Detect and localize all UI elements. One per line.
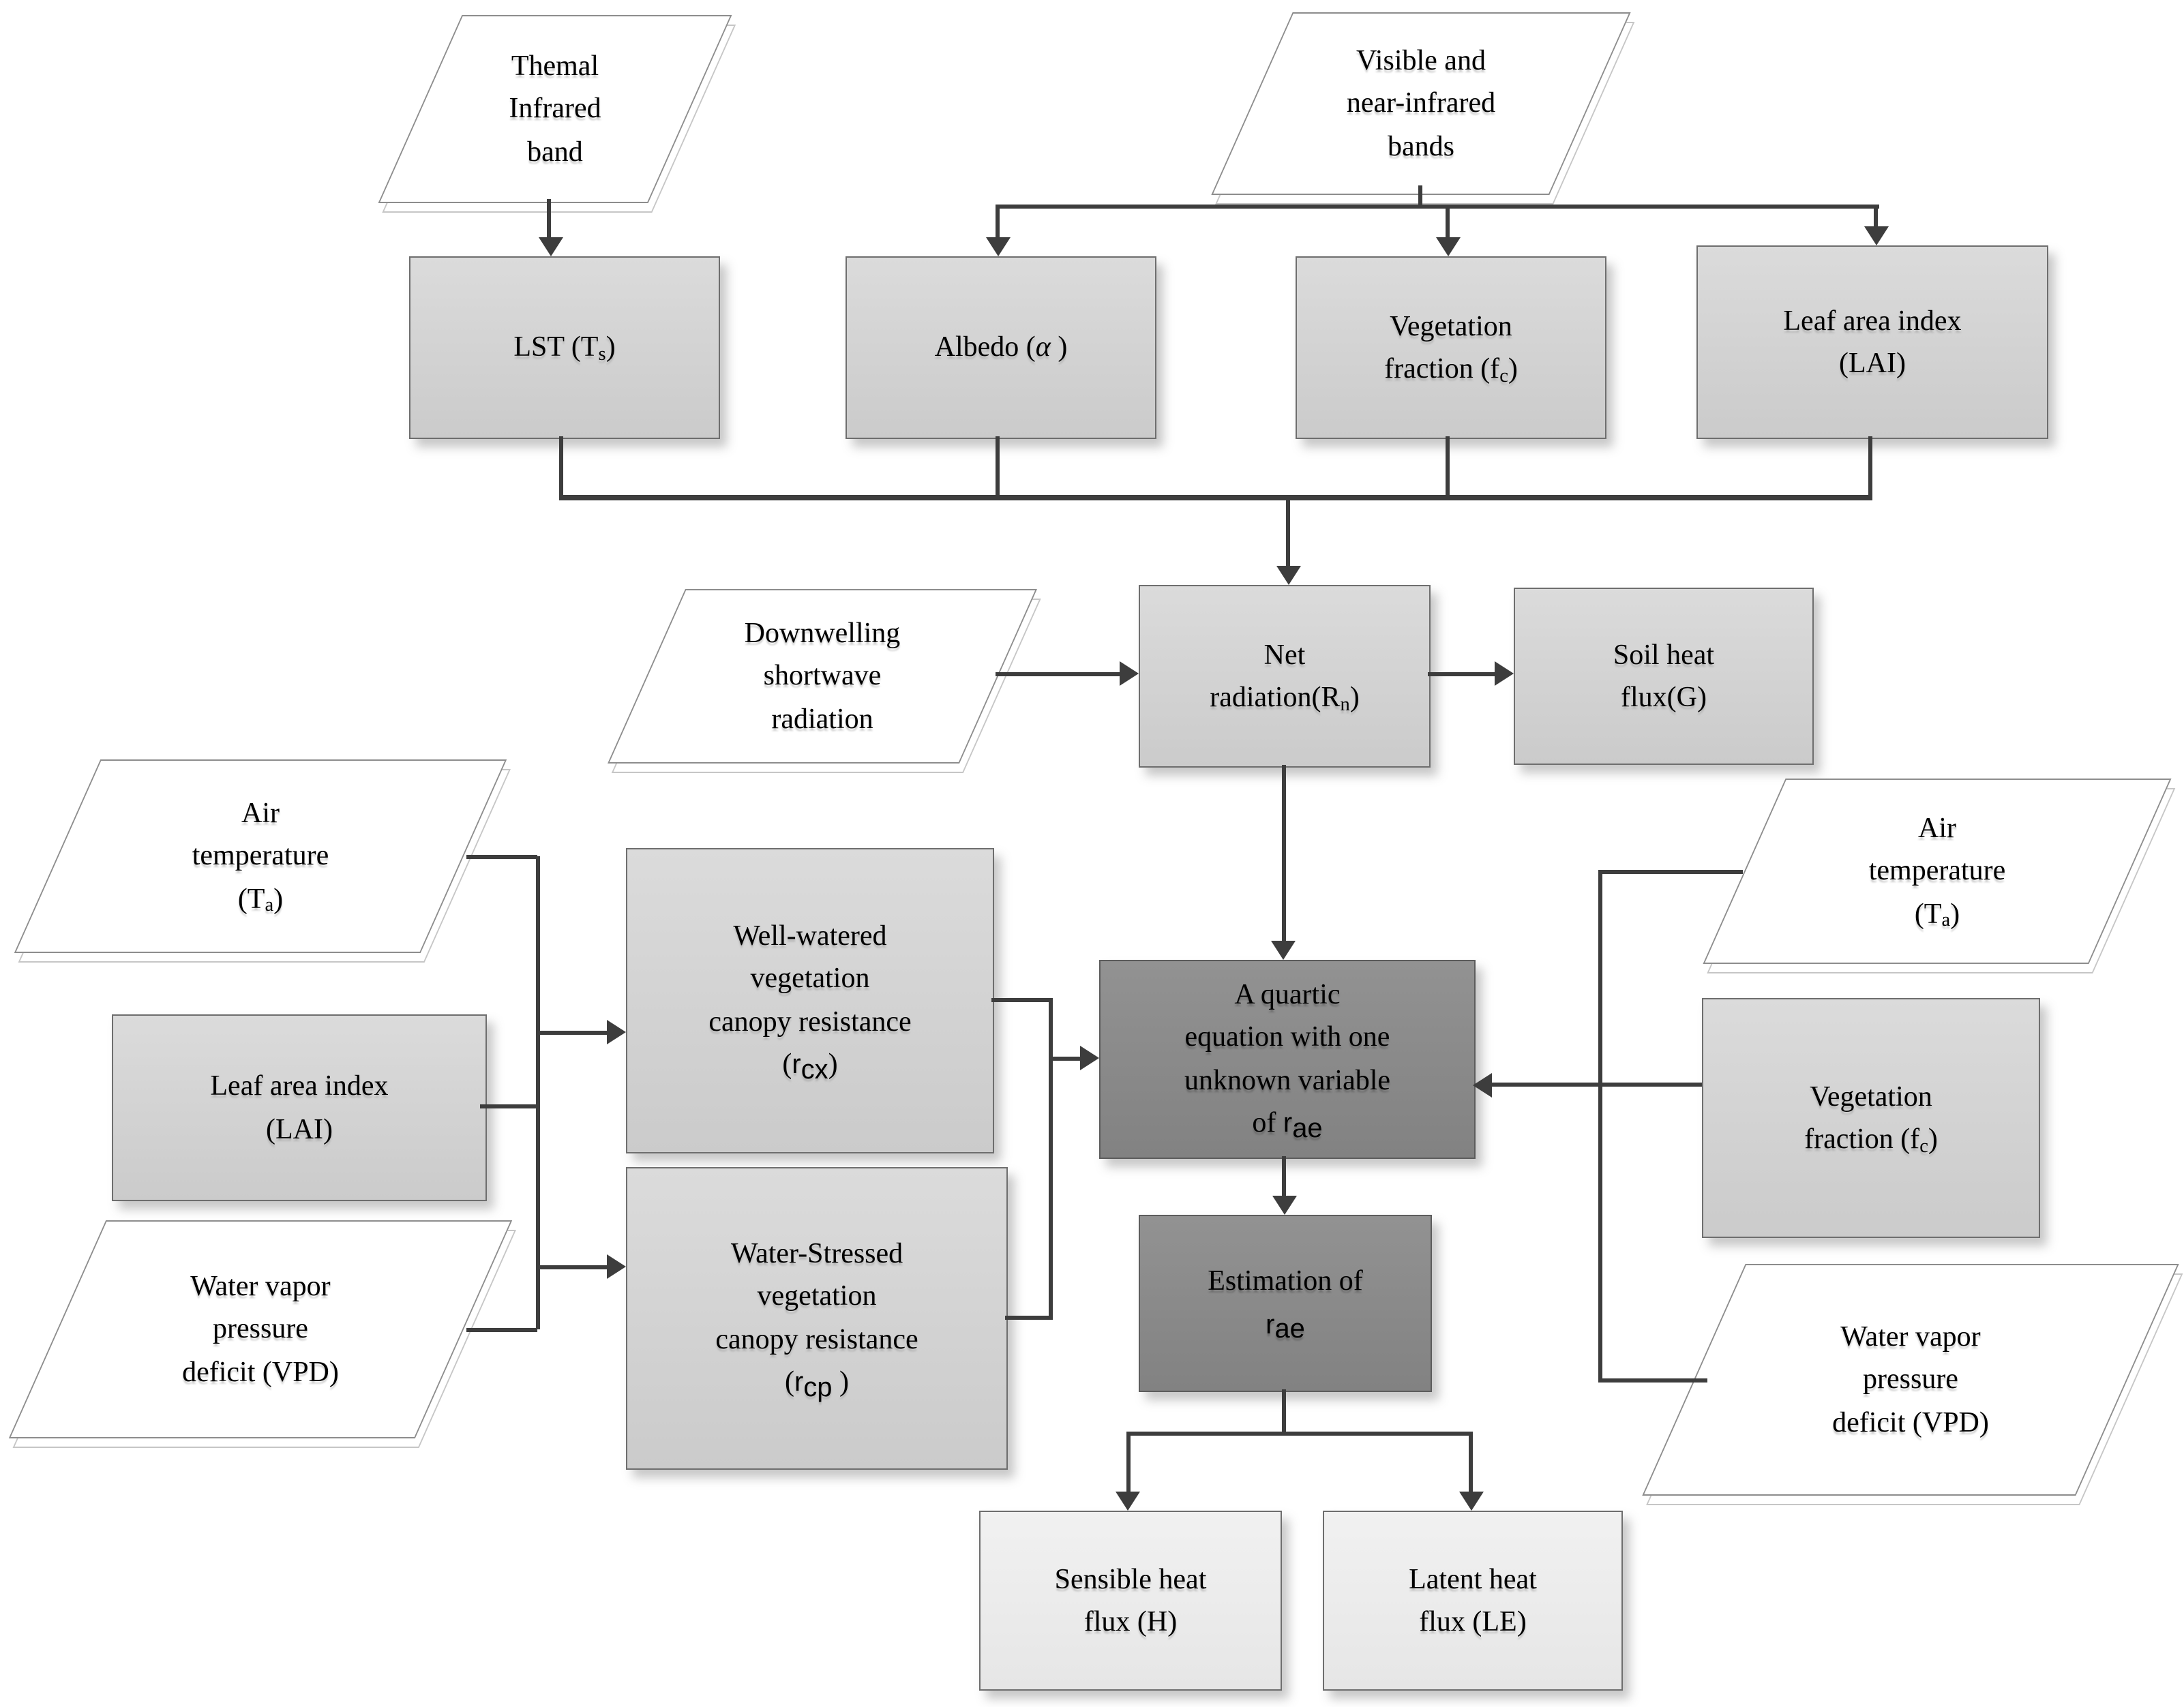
connector-line xyxy=(537,1031,607,1035)
connector-line xyxy=(996,436,1000,499)
node-leaf-area-index: Leaf area index(LAI) xyxy=(1696,245,2048,439)
connector-line xyxy=(1286,499,1290,566)
arrowhead xyxy=(1864,226,1889,245)
arrowhead xyxy=(1080,1046,1099,1070)
arrowhead xyxy=(986,237,1011,256)
connector-line xyxy=(537,1265,607,1269)
connector-line xyxy=(1050,1057,1080,1061)
arrowhead xyxy=(1473,1073,1492,1098)
arrowhead xyxy=(1116,1492,1140,1511)
arrowhead xyxy=(1459,1492,1484,1511)
connector-line xyxy=(996,209,1000,237)
connector-line xyxy=(1598,871,1602,1380)
connector-line xyxy=(466,855,537,859)
node-albedo: Albedo (α ) xyxy=(846,256,1156,439)
connector-line xyxy=(536,856,540,1329)
connector-line xyxy=(1446,209,1450,237)
connector-line xyxy=(1282,1389,1286,1436)
connector-line xyxy=(1874,209,1878,226)
node-label: LST (Ts) xyxy=(513,330,616,365)
arrowhead xyxy=(1271,941,1296,960)
connector-line xyxy=(1598,870,1743,874)
arrowhead xyxy=(1120,661,1139,686)
node-label: Albedo (α ) xyxy=(934,330,1068,363)
connector-line xyxy=(1418,185,1422,207)
connector-line xyxy=(547,199,551,237)
connector-line xyxy=(559,495,1872,500)
node-lst: LST (Ts) xyxy=(409,256,720,439)
arrowhead xyxy=(539,237,563,256)
connector-line xyxy=(991,998,1053,1002)
node-leaf-area-index-left: Leaf area index(LAI) xyxy=(112,1014,487,1201)
connector-line xyxy=(996,205,1879,209)
connector-line xyxy=(1005,1316,1053,1320)
connector-line xyxy=(1868,436,1872,499)
connector-line xyxy=(559,436,563,499)
connector-line xyxy=(996,672,1120,676)
arrowhead xyxy=(607,1020,626,1044)
connector-line xyxy=(1282,1156,1286,1196)
connector-line xyxy=(1598,1378,1707,1383)
connector-line xyxy=(1049,998,1053,1320)
connector-line xyxy=(1446,436,1450,499)
arrowhead xyxy=(1276,566,1301,585)
connector-line xyxy=(1126,1432,1131,1492)
connector-line xyxy=(1126,1432,1473,1436)
node-label: Leaf area index(LAI) xyxy=(210,1069,389,1145)
connector-line xyxy=(480,1104,537,1108)
connector-line xyxy=(1469,1432,1473,1492)
connector-line xyxy=(466,1328,537,1332)
arrowhead xyxy=(607,1254,626,1279)
node-label: Leaf area index(LAI) xyxy=(1783,303,1962,379)
arrowhead xyxy=(1436,237,1461,256)
arrowhead xyxy=(1272,1196,1297,1215)
connector-line xyxy=(1428,672,1495,676)
connector-line xyxy=(1282,765,1286,941)
arrowhead xyxy=(1495,661,1514,686)
connector-line xyxy=(1492,1083,1702,1087)
